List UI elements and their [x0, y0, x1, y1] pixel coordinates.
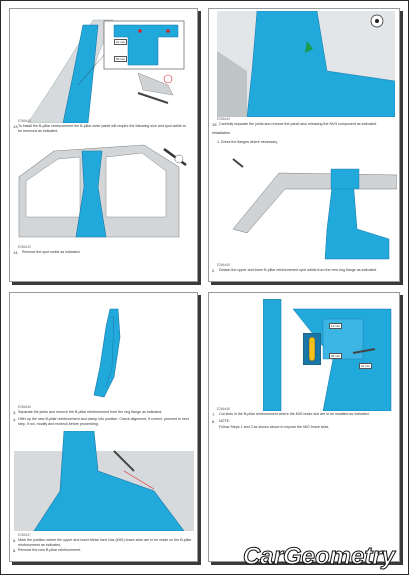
step-text: Carefully separate the joints and remove… [219, 122, 378, 126]
cargeometry-watermark: CarGeometry [183, 540, 399, 572]
figure-slot-detail [303, 333, 321, 365]
step-number: 5. [13, 538, 17, 543]
step-text: Offer up the new B-pillar reinforcement … [18, 417, 189, 426]
callout-dimension-a: 12 mm [329, 323, 343, 329]
step-text: To install the B-pillar reinforcement th… [18, 124, 186, 133]
figure-b-pillar-marking [14, 431, 194, 531]
step-number: 7. [212, 412, 216, 417]
note-text: Follow Steps 1 and 2 as shown above to e… [219, 425, 330, 429]
document-page-2: E266444 15. Carefully separate the joint… [208, 8, 400, 282]
figure-b-pillar-inner-panel [217, 11, 395, 117]
figure-code: E266444 [217, 117, 230, 121]
step-number: 6. [13, 548, 17, 553]
figure-b-pillar-spot-weld-locations [18, 15, 188, 123]
step-text: Remove the spot welds as indicated. [22, 250, 81, 254]
callout-dimension-b: 50 mm [114, 56, 128, 62]
figure-code: E266447 [18, 533, 31, 537]
document-page-1: 21 mm 50 mm E266443 13. To install the B… [9, 8, 198, 282]
step-number: 13. [13, 124, 19, 129]
step-number: 3. [13, 410, 17, 415]
figure-side-body-with-b-pillar [14, 137, 194, 243]
figure-code: E266443 [18, 245, 31, 249]
figure-ring-flange-reinforcement [229, 149, 397, 261]
figure-code: E266446 [18, 405, 31, 409]
step-text: Cut slots in the B-pillar reinforcement … [219, 412, 370, 416]
callout-dimension-b: 25 mm [329, 353, 343, 359]
step-number: 2. [212, 268, 216, 273]
note-label: NOTE: [219, 419, 230, 423]
step-text: Separate the joints and remove the B-pil… [18, 410, 163, 414]
step-number: 8. [212, 419, 216, 424]
figure-code: E266448 [217, 407, 230, 411]
step-text: Remove the new B-pillar reinforcement. [18, 548, 82, 552]
callout-dimension-c: 10 mm [359, 363, 373, 369]
step-number: 14. [13, 250, 19, 255]
figure-code: E266443 [18, 119, 31, 123]
figure-code: E266445 [217, 263, 230, 267]
step-text: Detach the upper and lower B-pillar rein… [219, 268, 378, 272]
step-text: Mark the position where the upper and lo… [18, 538, 192, 547]
step-number: 4. [13, 417, 17, 422]
callout-dimension-a: 21 mm [114, 39, 128, 45]
watermark-text: CarGeometry [243, 543, 397, 570]
document-page-3: E266446 3. Separate the joints and remov… [9, 292, 198, 562]
section-header-installation: Installation [212, 131, 231, 135]
document-page-4: 12 mm 25 mm 10 mm E266448 7. Cut slots i… [208, 292, 400, 562]
sub-step-text: 1. Dress the flanges where necessary. [217, 140, 278, 144]
figure-b-pillar-reinforcement-part [80, 307, 140, 399]
step-number: 15. [212, 122, 218, 127]
